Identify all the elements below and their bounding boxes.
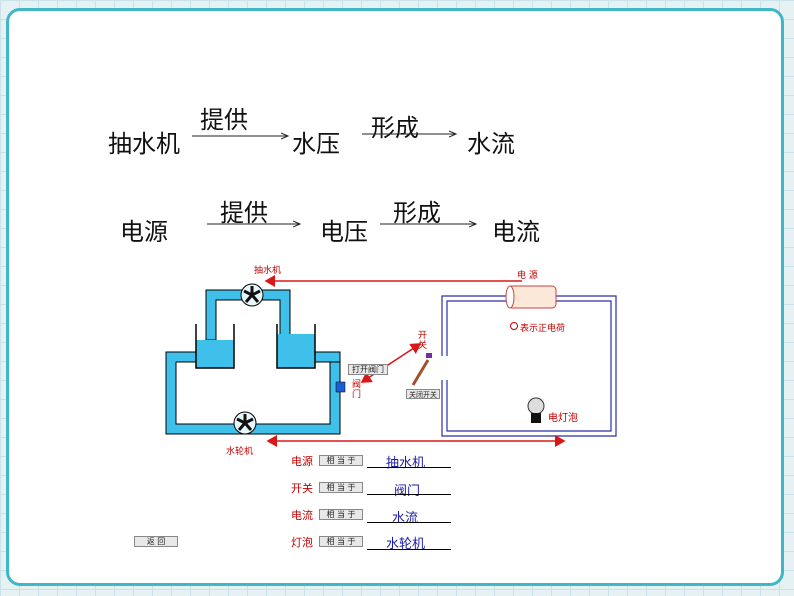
row1-item-pressure: 水压 xyxy=(292,130,340,158)
pump-icon xyxy=(240,283,264,307)
battery-icon xyxy=(505,285,557,309)
row2-item-source: 电源 xyxy=(120,218,168,246)
row2-item-current: 电流 xyxy=(492,218,540,246)
slide-card xyxy=(6,8,784,586)
label-pump: 抽水机 xyxy=(254,266,282,276)
analogy-right-1: 抽水机 xyxy=(386,456,426,471)
label-source: 电 源 xyxy=(517,271,538,281)
bulb-icon xyxy=(527,397,545,423)
analogy-left-2: 开关 xyxy=(291,482,313,495)
label-positive-charge: 表示正电荷 xyxy=(520,324,566,334)
answer-line-3 xyxy=(367,522,451,523)
row1-item-pump: 抽水机 xyxy=(108,130,180,158)
row1-verb-provide: 提供 xyxy=(200,106,248,134)
row2-verb-provide: 提供 xyxy=(220,199,268,227)
answer-line-1 xyxy=(367,467,451,468)
back-button[interactable]: 返 回 xyxy=(134,536,178,547)
analogy-right-3: 水流 xyxy=(392,511,419,526)
analogy-button-3[interactable]: 相 当 于 xyxy=(319,509,363,520)
label-switch: 开 关 xyxy=(418,331,428,351)
analogy-left-1: 电源 xyxy=(291,455,313,468)
row1-item-flow: 水流 xyxy=(467,130,515,158)
water-tank-left xyxy=(195,324,235,369)
analogy-left-4: 灯泡 xyxy=(291,536,313,549)
open-valve-button[interactable]: 打开阀门 xyxy=(348,364,388,375)
label-turbine: 水轮机 xyxy=(226,447,254,457)
label-bulb: 电灯泡 xyxy=(548,413,578,424)
arrow-valve-switch xyxy=(360,343,422,383)
row1-verb-form: 形成 xyxy=(371,114,419,142)
analogy-right-2: 阀门 xyxy=(394,484,421,499)
water-tank-right xyxy=(276,324,316,369)
answer-line-2 xyxy=(367,494,451,495)
analogy-button-2[interactable]: 相 当 于 xyxy=(319,482,363,493)
analogy-button-4[interactable]: 相 当 于 xyxy=(319,536,363,547)
analogy-left-3: 电流 xyxy=(291,509,313,522)
circuit-wires xyxy=(441,295,617,437)
analogy-right-4: 水轮机 xyxy=(386,537,426,552)
analogy-button-1[interactable]: 相 当 于 xyxy=(319,455,363,466)
turbine-icon xyxy=(233,411,257,435)
answer-line-4 xyxy=(367,549,451,550)
label-valve: 阀 门 xyxy=(352,380,362,400)
switch-icon xyxy=(411,353,432,386)
row2-verb-form: 形成 xyxy=(393,199,441,227)
row2-item-voltage: 电压 xyxy=(320,218,368,246)
valve-icon xyxy=(335,381,346,393)
charge-symbol xyxy=(510,322,518,330)
close-switch-button[interactable]: 关闭开关 xyxy=(406,389,440,399)
